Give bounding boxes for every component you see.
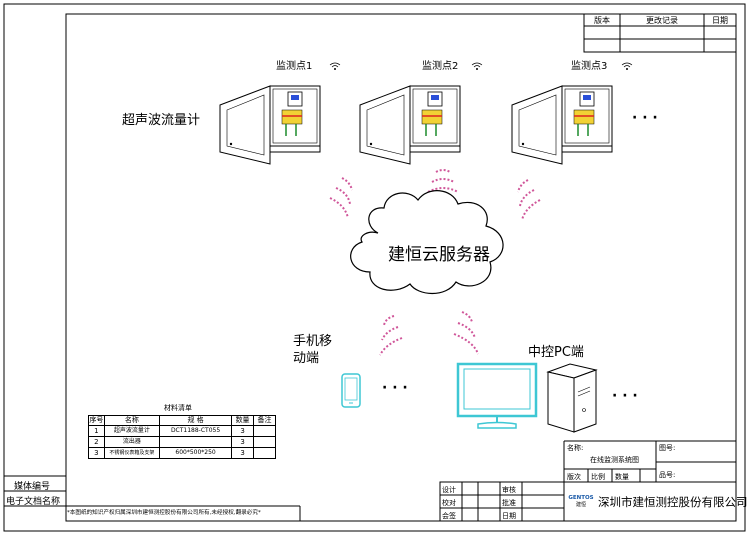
ellipsis-pc: · · · — [612, 388, 638, 404]
sign-approve: 批准 — [502, 499, 516, 507]
pc-label: 中控PC端 — [528, 345, 584, 360]
materials-cell-note — [253, 447, 276, 459]
revision-header-record: 更改记录 — [646, 16, 678, 25]
table-row: 3 不锈钢仪表箱及支架 600*500*250 3 — [88, 447, 276, 459]
item-no-label: 品号: — [659, 471, 676, 479]
wifi-icon — [621, 62, 633, 70]
materials-cell-spec: 600*500*250 — [159, 447, 233, 459]
materials-cell-name: 不锈钢仪表箱及支架 — [103, 447, 161, 459]
signal-waves-left — [329, 177, 353, 219]
materials-cell-spec: DCT1188-CT055 — [159, 425, 233, 437]
logo-sub: 建恒 — [575, 502, 586, 508]
cabinet-2 — [359, 85, 461, 165]
sign-review: 审核 — [502, 486, 516, 494]
scale-label: 比例 — [591, 473, 605, 481]
inner-frame — [65, 13, 737, 522]
materials-cell-name: 超声波流量计 — [103, 425, 161, 437]
table-row: 2 流出器 3 — [88, 436, 276, 448]
qty-label: 数量 — [615, 473, 629, 481]
materials-header-name: 名称 — [103, 415, 161, 426]
outer-frame — [3, 3, 746, 532]
pc-tower-icon — [546, 363, 598, 433]
signal-waves-center — [427, 169, 459, 193]
monitor-point-label-1: 监测点1 — [276, 61, 313, 72]
cloud-shape — [350, 190, 504, 295]
materials-title: 材料清单 — [164, 404, 192, 412]
signal-waves-pc — [453, 311, 479, 355]
media-no-label: 媒体编号 — [14, 482, 51, 492]
pc-monitor-icon — [456, 362, 538, 429]
device-label: 超声波流量计 — [122, 113, 201, 128]
materials-cell-qty: 3 — [231, 436, 255, 448]
materials-cell-note — [253, 436, 276, 448]
mobile-label-line-2: 动端 — [293, 351, 320, 366]
materials-cell-spec — [159, 436, 233, 448]
sign-design: 设计 — [442, 486, 456, 494]
monitor-point-label-2: 监测点2 — [422, 61, 459, 72]
materials-table: 序号 名称 规 格 数量 备注 1 超声波流量计 DCT1188-CT055 3… — [88, 415, 276, 459]
logo-text: GENTOS — [568, 495, 594, 501]
revision-header-version: 版本 — [594, 16, 610, 25]
revision-table — [583, 13, 737, 53]
company-name: 深圳市建恒测控股份有限公司 — [598, 495, 748, 509]
title-block — [439, 440, 736, 522]
drawing-name: 在线监测系统图 — [590, 456, 639, 464]
signal-waves-mobile — [379, 315, 403, 356]
cabinet-1 — [219, 85, 321, 165]
ellipsis-cabinets: · · · — [632, 110, 658, 126]
company-logo: GENTOS 建恒 — [566, 495, 596, 508]
mobile-label: 手机移 动端 — [293, 333, 332, 367]
materials-cell-no: 2 — [88, 436, 105, 448]
cloud-server-label: 建恒云服务器 — [388, 245, 490, 265]
sign-date: 日期 — [502, 512, 516, 520]
drawing-no-label: 图号: — [659, 444, 676, 452]
materials-cell-note — [253, 425, 276, 437]
monitor-point-label-3: 监测点3 — [571, 61, 608, 72]
signal-waves-right — [517, 179, 541, 221]
materials-cell-no: 3 — [88, 447, 105, 459]
materials-header-note: 备注 — [253, 415, 276, 426]
table-row: 1 超声波流量计 DCT1188-CT055 3 — [88, 425, 276, 437]
materials-cell-no: 1 — [88, 425, 105, 437]
wifi-icon — [329, 62, 341, 70]
name-label: 名称: — [567, 444, 584, 452]
wifi-icon — [471, 62, 483, 70]
materials-header-row: 序号 名称 规 格 数量 备注 — [88, 415, 276, 426]
revision-header-date: 日期 — [712, 16, 728, 25]
materials-header-no: 序号 — [88, 415, 105, 426]
ellipsis-mobile: · · · — [382, 380, 408, 396]
sign-check: 校对 — [442, 499, 456, 507]
footer-notice: *本图纸的知识产权归属深圳市建恒测控股份有限公司所有,未经授权,翻录必究* — [67, 510, 261, 516]
version-label: 版次 — [567, 473, 581, 481]
e-doc-name-label: 电子文档名称 — [6, 497, 61, 507]
cabinet-3 — [511, 85, 613, 165]
materials-cell-name: 流出器 — [103, 436, 161, 448]
materials-header-qty: 数量 — [231, 415, 255, 426]
sign-countersign: 会签 — [442, 512, 456, 520]
notice-strip — [66, 505, 301, 521]
mobile-label-line-1: 手机移 — [293, 334, 333, 349]
materials-cell-qty: 3 — [231, 447, 255, 459]
side-labels-box — [4, 475, 66, 507]
materials-header-spec: 规 格 — [159, 415, 233, 426]
mobile-phone-icon — [341, 373, 361, 408]
materials-cell-qty: 3 — [231, 425, 255, 437]
